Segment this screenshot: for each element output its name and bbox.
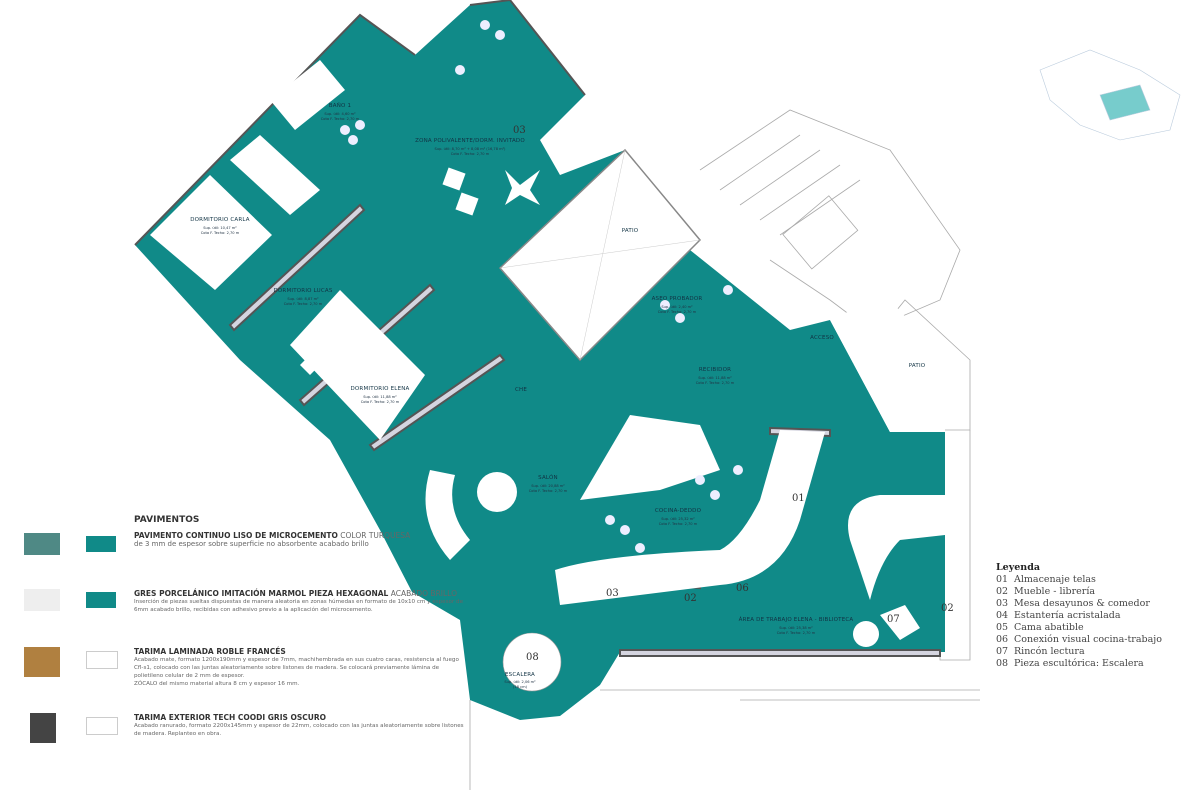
svg-text:Sup. útil: 8,87 m²: Sup. útil: 8,87 m² <box>287 297 319 301</box>
svg-text:Cota F. Techo: 2,70 m: Cota F. Techo: 2,70 m <box>284 302 323 306</box>
room-label-salon: SALÓN <box>538 474 558 481</box>
room-label-escalera: ESCALERA <box>505 672 535 678</box>
marker-08: 08 <box>526 652 539 663</box>
hex-tile-symbol <box>86 592 116 608</box>
room-label-trabajo: ÁREA DE TRABAJO ELENA - BIBLIOTECA <box>739 616 854 623</box>
svg-text:Sup. útil: 11,88 m²: Sup. útil: 11,88 m² <box>363 395 397 399</box>
reading-table <box>853 621 879 647</box>
svg-text:Sup. útil: 4,60 m²: Sup. útil: 4,60 m² <box>324 112 356 116</box>
svg-text:Sup. útil: 2,40 m²: Sup. útil: 2,40 m² <box>661 305 693 309</box>
marker-03b: 03 <box>606 588 619 599</box>
hex-tile-swatch <box>24 589 60 611</box>
room-label-che: CHE <box>515 387 527 393</box>
room-label-recibidor: RECIBIDOR <box>699 367 731 373</box>
room-label-bano1: BAÑO 1 <box>329 102 351 109</box>
svg-text:Sup. útil: 10,47 m²: Sup. útil: 10,47 m² <box>203 226 237 230</box>
sofa <box>425 470 470 560</box>
hex-tiles <box>340 20 743 553</box>
svg-text:Cota F. Techo: 2,70 m: Cota F. Techo: 2,70 m <box>696 381 735 385</box>
svg-text:Cota F. Techo: 2,70 m: Cota F. Techo: 2,70 m <box>201 231 240 235</box>
oak-symbol <box>86 651 118 669</box>
location-thumbnail <box>1039 49 1181 141</box>
svg-text:Cota F. Techo: 2,70 m: Cota F. Techo: 2,70 m <box>777 631 816 635</box>
marker-06: 06 <box>736 583 749 594</box>
microcement-symbol <box>86 536 116 552</box>
room-label-lucas: DORMITORIO LUCAS <box>273 288 332 294</box>
kitchen-counter <box>555 430 825 605</box>
leyenda-title: Leyenda <box>996 562 1040 573</box>
spiral-stair <box>502 632 562 692</box>
stairs-block <box>230 135 320 215</box>
work-desk <box>848 495 945 600</box>
tech-swatch <box>30 713 56 743</box>
room-label-aseo: ASEO PROBADOR <box>652 296 703 302</box>
microcement-swatch <box>24 533 60 555</box>
svg-text:Cota F. Techo: 2,70 m: Cota F. Techo: 2,70 m <box>451 152 490 156</box>
svg-text:Cota F. Techo: 2,70 m: Cota F. Techo: 2,70 m <box>361 400 400 404</box>
oak-swatch <box>24 647 60 677</box>
svg-text:Sup. útil: 20,88 m²: Sup. útil: 20,88 m² <box>531 484 565 488</box>
marker-02: 02 <box>684 593 697 604</box>
room-label-polivalente: ZONA POLIVALENTE/DORM. INVITADO <box>415 138 525 144</box>
svg-text:Cota F. Techo: 2,70 m: Cota F. Techo: 2,70 m <box>658 310 697 314</box>
room-label-patio2: PATIO <box>909 363 926 369</box>
room-label-patio: PATIO <box>622 228 639 234</box>
svg-text:Sup. útil: 25,38 m²: Sup. útil: 25,38 m² <box>779 626 813 630</box>
pavimentos-legend: PAVIMENTOS PAVIMENTO CONTINUO LISO DE MI… <box>20 515 464 771</box>
marker-01: 01 <box>792 493 805 504</box>
pavimentos-title: PAVIMENTOS <box>134 515 200 525</box>
svg-text:Sup. útil: 25,32 m²: Sup. útil: 25,32 m² <box>661 517 695 521</box>
room-label-carla: DORMITORIO CARLA <box>190 217 250 223</box>
room-label-elena: DORMITORIO ELENA <box>350 386 409 392</box>
kitchen-island <box>580 415 720 500</box>
room-label-cocina: COCINA-DEDDO <box>655 508 702 514</box>
pavimento-item: PAVIMENTO CONTINUO LISO DE MICROCEMENTO … <box>20 531 460 589</box>
svg-text:Cota F. Techo: 2,70 m: Cota F. Techo: 2,70 m <box>659 522 698 526</box>
wardrobe-lucas <box>300 315 360 375</box>
bed-carla <box>150 175 272 290</box>
salon-table <box>477 472 517 512</box>
tech-symbol <box>86 717 118 735</box>
furniture <box>150 60 945 692</box>
marker-02b: 02 <box>941 603 954 614</box>
reading-chair <box>880 605 920 640</box>
svg-text:Cota F. Techo: 2,70 m: Cota F. Techo: 2,70 m <box>321 117 360 121</box>
svg-text:Sup. útil: 2,06 m²: Sup. útil: 2,06 m² <box>504 680 536 684</box>
room-label-acceso: ACCESO <box>810 335 834 341</box>
bano-unit <box>270 60 345 130</box>
svg-text:Cota F. Techo: 2,70 m: Cota F. Techo: 2,70 m <box>529 489 568 493</box>
star-chair <box>505 170 540 205</box>
marker-05: 03 <box>513 125 526 136</box>
pavimento-item: GRES PORCELÁNICO IMITACIÓN MARMOL PIEZA … <box>20 589 463 647</box>
marker-07: 07 <box>887 614 900 625</box>
svg-text:Sup. útil: 11,88 m²: Sup. útil: 11,88 m² <box>698 376 732 380</box>
bed-elena <box>290 290 425 440</box>
svg-text:Sup. útil: 8,70 m² + 8,08 m² (: Sup. útil: 8,70 m² + 8,08 m² (16,78 m²) <box>435 147 507 151</box>
svg-text:(18 cm): (18 cm) <box>513 685 528 689</box>
